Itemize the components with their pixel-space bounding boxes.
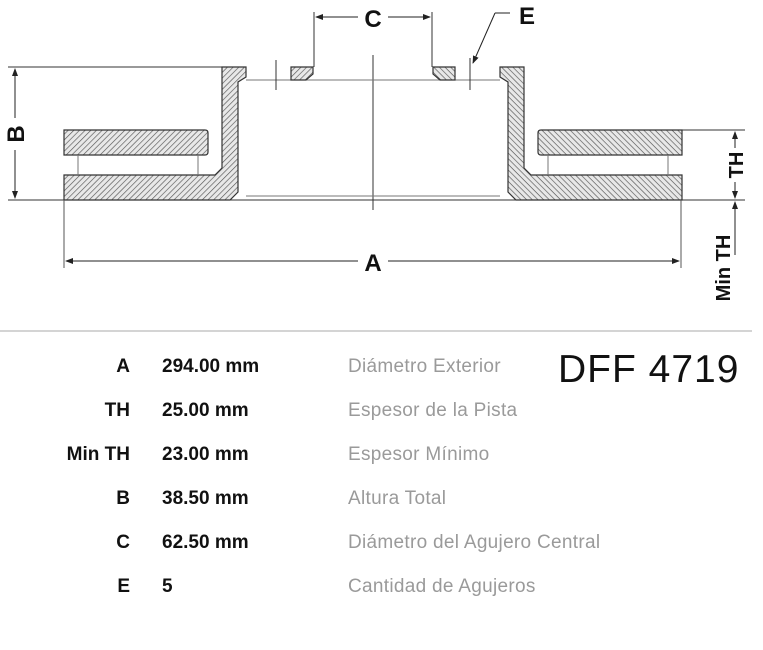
spec-value: 25.00 mm	[162, 400, 249, 421]
disc-left-half	[63, 60, 314, 201]
spec-description: Diámetro Exterior	[348, 356, 501, 377]
spec-description: Espesor de la Pista	[348, 400, 518, 421]
spec-value: 62.50 mm	[162, 532, 249, 553]
spec-value: 38.50 mm	[162, 488, 249, 509]
spec-row: TH 25.00 mm Espesor de la Pista	[0, 400, 763, 430]
spec-value: 23.00 mm	[162, 444, 249, 465]
dimension-c: C	[313, 6, 433, 67]
spec-description: Diámetro del Agujero Central	[348, 532, 601, 553]
brake-disc-cross-section-diagram: B C E A TH Min TH	[3, 3, 748, 302]
spec-value: 5	[162, 576, 173, 597]
dimension-e: E	[469, 3, 535, 90]
divider	[0, 330, 752, 332]
spec-description: Altura Total	[348, 488, 447, 509]
disc-right-half	[432, 60, 683, 201]
spec-key: B	[116, 488, 130, 509]
label-b: B	[3, 125, 30, 142]
spec-description: Espesor Mínimo	[348, 444, 490, 465]
label-min-th: Min TH	[713, 235, 735, 302]
spec-row: B 38.50 mm Altura Total	[0, 488, 763, 518]
spec-key: TH	[104, 400, 130, 421]
dimension-th: TH Min TH	[713, 131, 748, 302]
spec-description: Cantidad de Agujeros	[348, 576, 536, 597]
label-th: TH	[726, 152, 748, 179]
spec-row: Min TH 23.00 mm Espesor Mínimo	[0, 444, 763, 474]
label-c: C	[364, 6, 381, 33]
spec-key: A	[116, 356, 130, 377]
dimension-a: A	[63, 200, 682, 277]
spec-key: Min TH	[66, 444, 130, 465]
spec-row: C 62.50 mm Diámetro del Agujero Central	[0, 532, 763, 562]
dimension-b: B	[3, 68, 30, 199]
spec-value: 294.00 mm	[162, 356, 260, 377]
spec-key: C	[116, 532, 130, 553]
spec-row: E 5 Cantidad de Agujeros	[0, 576, 763, 606]
product-code: DFF 4719	[558, 348, 740, 391]
label-a: A	[364, 250, 381, 277]
label-e: E	[519, 3, 535, 30]
spec-key: E	[117, 576, 130, 597]
spec-row: A 294.00 mm Diámetro Exterior	[0, 356, 763, 386]
